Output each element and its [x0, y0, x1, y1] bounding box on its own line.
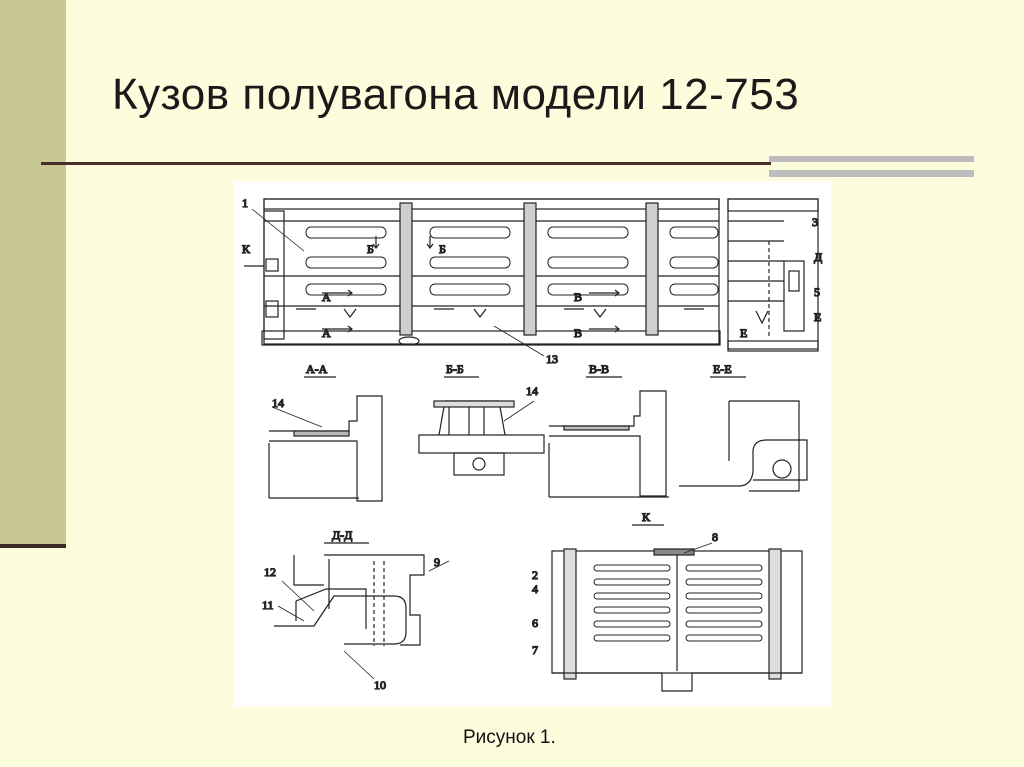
technical-drawing: 1 2 3 4 5 6 7 8 9 10 11 12 13 14 14 К Б …: [234, 181, 831, 707]
callout-11: 11: [262, 598, 274, 612]
mark-k: К: [242, 242, 251, 256]
mark-b-left: Б: [367, 242, 374, 256]
callout-9: 9: [434, 555, 440, 569]
section-bb: [418, 376, 545, 476]
callout-8: 8: [712, 530, 718, 544]
mark-e-left: Е: [740, 326, 747, 340]
callout-1: 1: [242, 196, 248, 210]
section-label-dd: Д-Д: [332, 528, 352, 542]
section-label-aa: А-А: [306, 362, 328, 376]
section-dd: [274, 542, 450, 680]
callout-12: 12: [264, 565, 276, 579]
accent-bar-bottom: [769, 170, 974, 177]
mark-b-right: Б: [439, 242, 446, 256]
callout-6: 6: [532, 616, 538, 630]
callout-14-bb: 14: [526, 384, 538, 398]
wagon-end-view: [727, 198, 819, 352]
section-label-ee: Е-Е: [713, 362, 732, 376]
callout-4: 4: [532, 582, 538, 596]
callout-14-aa: 14: [272, 396, 284, 410]
section-label-bb: Б-Б: [446, 362, 464, 376]
slide-title: Кузов полувагона модели 12-753: [112, 70, 800, 119]
callout-2: 2: [532, 568, 538, 582]
callout-13: 13: [546, 352, 558, 366]
callout-3: 3: [812, 215, 818, 229]
callout-7: 7: [532, 643, 538, 657]
mark-d: Д: [814, 250, 822, 264]
figure-caption: Рисунок 1.: [463, 727, 556, 748]
wagon-side-view: [244, 198, 721, 357]
section-label-vv: В-В: [589, 362, 609, 376]
section-ee: [679, 376, 808, 492]
callout-5: 5: [814, 285, 820, 299]
accent-bar-top: [769, 156, 974, 162]
mark-a-top: А: [322, 290, 331, 304]
sidebar-foot-line: [0, 544, 66, 548]
mark-e-right: Е: [814, 310, 821, 324]
mark-v-top: В: [574, 290, 582, 304]
title-divider: [41, 162, 771, 165]
callout-10: 10: [374, 678, 386, 692]
section-aa: [268, 376, 383, 502]
sidebar-band: [0, 0, 66, 548]
mark-v-bottom: В: [574, 326, 582, 340]
view-k-end-wall: [551, 524, 803, 692]
section-vv: [548, 376, 669, 498]
section-label-k: К: [642, 510, 651, 524]
mark-a-bottom: А: [322, 326, 331, 340]
